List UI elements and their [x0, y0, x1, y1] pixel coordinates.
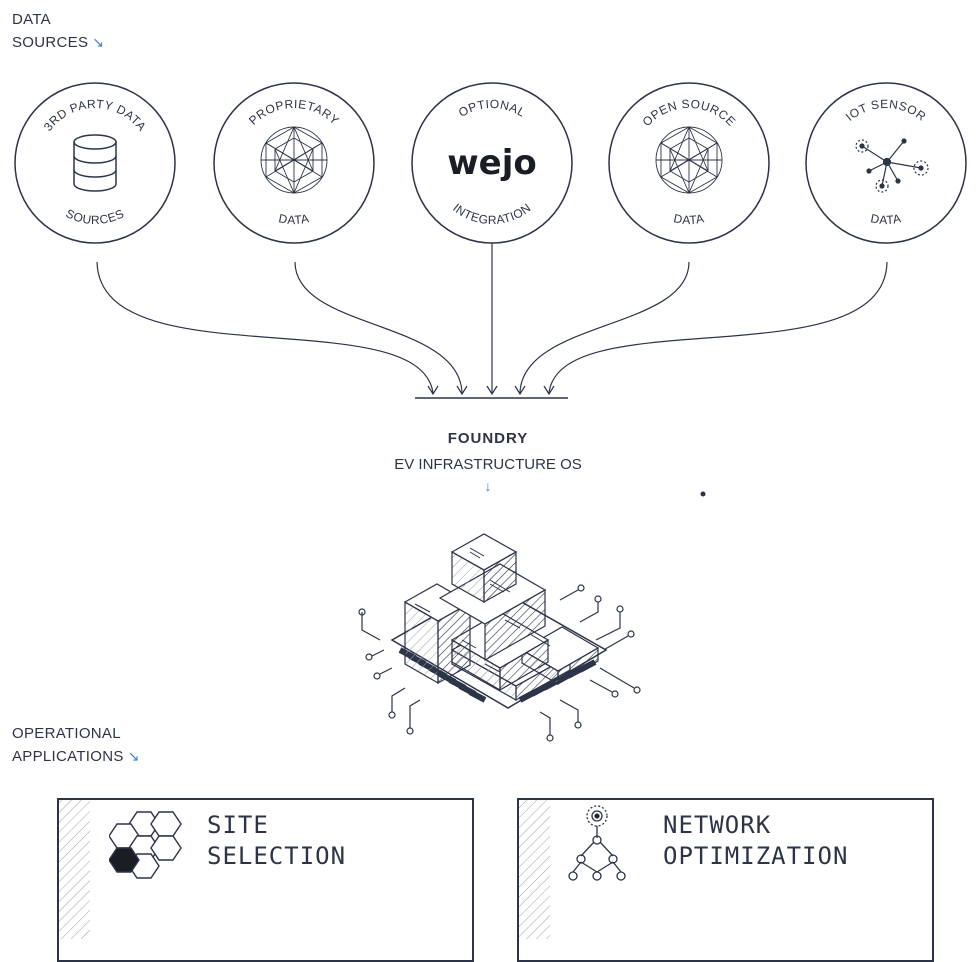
- connector-lines: [96, 243, 888, 394]
- arrow-down-icon: ↓: [484, 478, 492, 494]
- foundry-title: FOUNDRY: [447, 430, 529, 447]
- foundry-subtitle: EV INFRASTRUCTURE OS: [394, 456, 582, 473]
- operational-applications-label: OPERATIONAL APPLICATIONS↘: [12, 722, 140, 768]
- source-label-bottom: DATA: [869, 211, 902, 227]
- foundry-chip-illustration: [358, 533, 641, 742]
- app-title-line1: SITE: [207, 811, 269, 839]
- source-node-proprietary: PROPRIETARY DATA: [213, 82, 375, 244]
- svg-text:DATA: DATA: [277, 211, 310, 227]
- source-label-top: OPTIONAL: [456, 97, 528, 120]
- source-label-bottom: SOURCES: [64, 206, 126, 227]
- network-tree-icon: [568, 805, 626, 881]
- svg-text:DATA: DATA: [672, 211, 705, 227]
- data-sources-label: DATA SOURCES↘: [12, 8, 104, 54]
- decorative-dot: [700, 491, 706, 497]
- app-card-title: NETWORK OPTIMIZATION: [663, 810, 848, 872]
- app-card-title: SITE SELECTION: [207, 810, 346, 872]
- source-node-open-source: OPEN SOURCE DATA: [608, 82, 770, 244]
- svg-text:DATA: DATA: [869, 211, 902, 227]
- app-card-site-selection[interactable]: SITE SELECTION: [57, 798, 474, 962]
- wejo-logo: wejo: [447, 143, 536, 183]
- data-sources-label-line2: SOURCES: [12, 34, 89, 51]
- hexagon-grid-icon: [109, 811, 182, 879]
- mesh-sphere-icon: [655, 126, 723, 194]
- data-sources-label-line1: DATA: [12, 11, 51, 28]
- operational-label-line2: APPLICATIONS: [12, 748, 124, 765]
- app-title-line1: NETWORK: [663, 811, 772, 839]
- app-card-network-optimization[interactable]: NETWORK OPTIMIZATION: [517, 798, 934, 962]
- arrow-down-right-icon: ↘: [127, 748, 140, 764]
- source-node-third-party: 3RD PARTY DATA SOURCES: [14, 82, 176, 244]
- source-node-wejo: OPTIONAL INTEGRATION wejo: [411, 82, 573, 244]
- operational-label-line1: OPERATIONAL: [12, 725, 121, 742]
- app-title-line2: SELECTION: [207, 842, 347, 870]
- arrow-down-right-icon: ↘: [92, 34, 105, 50]
- card-hatch-strip: [58, 800, 90, 939]
- app-title-line2: OPTIMIZATION: [663, 842, 849, 870]
- source-label-bottom: DATA: [277, 211, 310, 227]
- arrowheads: [427, 385, 555, 396]
- source-label-bottom: DATA: [672, 211, 705, 227]
- svg-text:SOURCES: SOURCES: [64, 206, 127, 227]
- diagram-canvas: 3RD PARTY DATA SOURCES PROPRIETARY DATA: [14, 82, 967, 939]
- sensor-network-icon: [855, 138, 929, 193]
- card-hatch-strip: [518, 800, 550, 939]
- source-node-iot-sensor: IOT SENSOR DATA: [805, 82, 967, 244]
- mesh-sphere-icon: [260, 126, 328, 194]
- svg-text:OPTIONAL: OPTIONAL: [456, 97, 528, 120]
- database-icon: [73, 134, 117, 192]
